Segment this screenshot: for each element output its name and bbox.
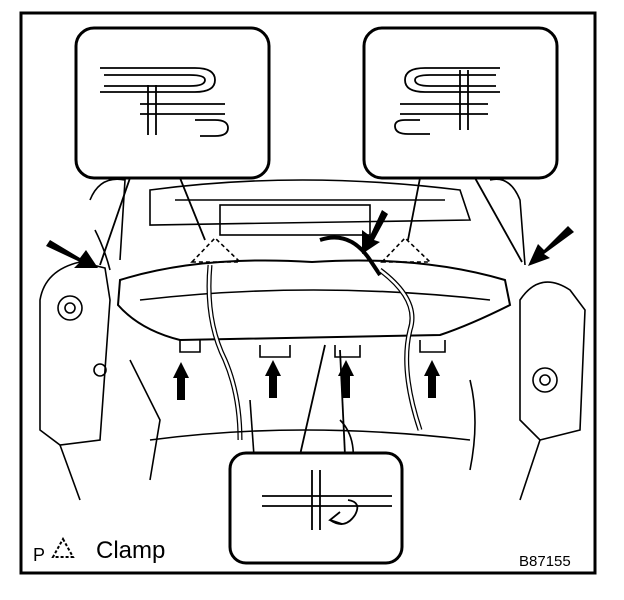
figure-id: B87155 (519, 553, 571, 570)
legend-label: Clamp (96, 537, 166, 564)
callout-bottom (228, 451, 404, 565)
arrows (46, 210, 574, 400)
vehicle-body-drawing (39, 178, 586, 501)
legend-prefix: P (33, 545, 46, 565)
callout-top-right (362, 26, 559, 180)
callout-top-left (74, 26, 271, 180)
clamp-triangle-icon (51, 537, 75, 558)
outer-frame (19, 11, 597, 575)
callout-leaders (99, 177, 523, 456)
